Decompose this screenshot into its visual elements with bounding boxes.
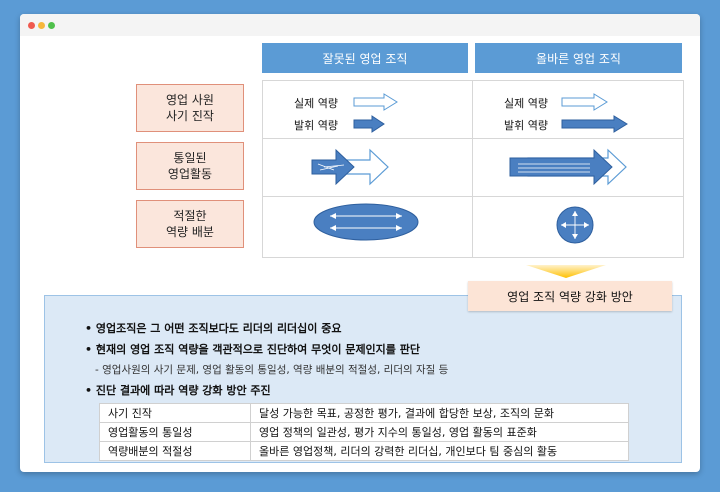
arrowhead [561,222,566,228]
row-label-line: 사기 진작 [166,109,214,123]
callout-strategy-title: 영업 조직 역량 강화 방안 [468,281,672,311]
strategy-table: 사기 진작 달성 가능한 목표, 공정한 평가, 결과에 합당한 보상, 조직의… [99,403,629,461]
arrowhead [396,225,402,231]
table-cell-detail: 달성 가능한 목표, 공정한 평가, 결과에 합당한 보상, 조직의 문화 [250,403,629,423]
table-cell-detail: 영업 정책의 일관성, 평가 지수의 통일성, 영업 활동의 표준화 [250,422,629,442]
table-row: 역량배분의 적절성 올바른 영업정책, 리더의 강력한 리더십, 개인보다 팀 … [99,441,629,461]
table-cell-detail: 올바른 영업정책, 리더의 강력한 리더십, 개인보다 팀 중심의 활동 [250,441,629,461]
arrowhead [572,234,578,239]
arrowhead [584,222,589,228]
column-header-wrong: 잘못된 영업 조직 [262,43,468,73]
minimize-window-button[interactable] [38,22,45,29]
table-cell-area: 사기 진작 [99,403,251,423]
bullet-text: 진단 결과에 따라 역량 강화 방안 주진 [95,384,271,397]
row-label-line: 역량 배분 [166,225,214,239]
capacity-ellipse-wrong [313,203,419,241]
down-chevron-icon [526,265,606,278]
actual-capacity-arrow-wrong [353,93,398,111]
bullet-leadership: • 영업조직은 그 어떤 조직보다도 리더의 리더십이 중요 [85,322,342,335]
row-label-line: 영업 사원 [166,93,214,107]
actual-capacity-arrow-right [561,93,608,111]
column-header-right: 올바른 영업 조직 [475,43,682,73]
table-cell-area: 역량배분의 적절성 [99,441,251,461]
table-cell-area: 영업활동의 통일성 [99,422,251,442]
row-label-line: 통일된 [173,151,207,165]
exerted-capacity-label-wrong: 발휘 역량 [294,119,338,132]
window-titlebar [20,14,700,36]
filled-arrow-right [509,148,613,186]
table-row: 사기 진작 달성 가능한 목표, 공정한 평가, 결과에 합당한 보상, 조직의… [99,403,629,423]
close-window-button[interactable] [28,22,35,29]
bullet-text: 영업조직은 그 어떤 조직보다도 리더의 리더십이 중요 [95,322,342,335]
comparison-diagram [311,93,628,278]
bullet-text: 현재의 영업 조직 역량을 객관적으로 진단하여 무엇이 문제인지를 판단 [95,343,420,356]
actual-capacity-label-right: 실제 역량 [504,97,548,110]
table-row: 영업활동의 통일성 영업 정책의 일관성, 평가 지수의 통일성, 영업 활동의… [99,422,629,442]
arrowhead [330,225,336,231]
row-label-line: 적절한 [173,209,207,223]
arrowhead [396,213,402,219]
maximize-window-button[interactable] [48,22,55,29]
bullet-action: • 진단 결과에 따라 역량 강화 방안 주진 [85,384,271,397]
arrowhead [330,213,336,219]
summary-panel: • 영업조직은 그 어떤 조직보다도 리더의 리더십이 중요 • 현재의 영업 … [44,295,682,463]
cell-morale-right [472,80,684,140]
exerted-capacity-arrow-wrong [353,115,385,133]
exerted-capacity-arrow-right [561,115,628,133]
arrowhead [572,211,578,216]
row-label-line: 영업활동 [167,167,213,181]
actual-capacity-label-wrong: 실제 역량 [294,97,338,110]
direction-line [323,164,345,168]
sub-bullet-issues: - 영업사원의 사기 문제, 영업 활동의 통일성, 역량 배분의 적절성, 리… [95,364,449,376]
exerted-capacity-label-right: 발휘 역량 [504,119,548,132]
bullet-diagnosis: • 현재의 영업 조직 역량을 객관적으로 진단하여 무엇이 문제인지를 판단 [85,343,420,356]
direction-line [319,165,339,171]
